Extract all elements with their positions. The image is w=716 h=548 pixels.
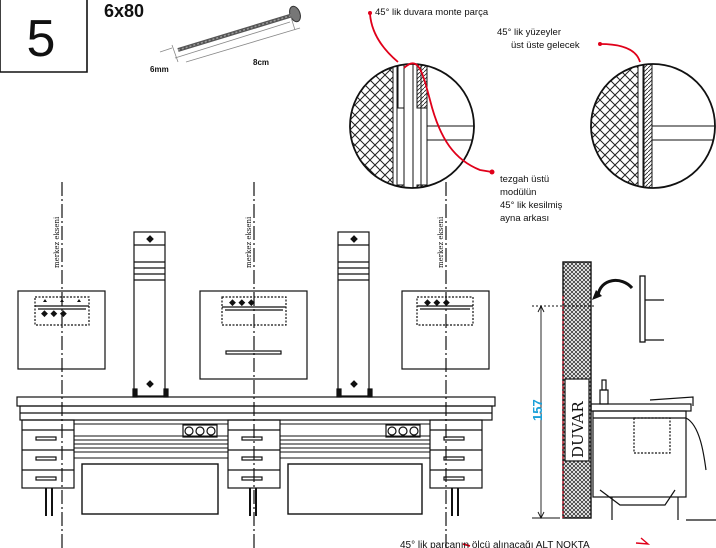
basin-panels [73, 423, 431, 515]
screw-diameter-label: 6mm [150, 65, 169, 74]
callout-counter-line2: modülün [500, 187, 536, 198]
bottom-note-arrow-icon [635, 537, 651, 545]
tall-column-left [132, 231, 169, 398]
screw-size-label: 6x80 [104, 1, 144, 21]
bottom-note: 45° lik parçanın ölçü alınacağı ALT NOKT… [400, 540, 590, 548]
mirror-side-profile [639, 275, 664, 343]
screw-illustration: 6x80 6mm 8cm [104, 1, 301, 74]
mirror-right: ◆ ◆ ◆ [401, 290, 490, 370]
red-callout-dots [368, 11, 602, 175]
axis-label-left: merkez ekseni [53, 216, 61, 268]
vanity-legs [45, 488, 459, 516]
wall-label: DUVAR [569, 401, 587, 458]
vanity-side-profile [590, 379, 716, 521]
screw-length-label: 8cm [253, 58, 269, 67]
svg-text:◆ ◆ ◆: ◆ ◆ ◆ [41, 308, 67, 318]
screw-icon [177, 5, 301, 52]
height-value: 157 [530, 399, 545, 421]
callout-counter-line4: ayna arkası [500, 213, 549, 224]
callout-counter-line1: tezgah üstü [500, 174, 549, 185]
drawer-units [21, 419, 483, 489]
axis-label-center: merkez ekseni [245, 216, 253, 268]
svg-text:◆ ◆ ◆: ◆ ◆ ◆ [229, 297, 255, 307]
mirror-left: ◆ ◆ ◆ [17, 290, 106, 370]
mirror-center: ◆ ◆ ◆ [199, 290, 308, 380]
tall-column-right [336, 231, 373, 398]
curved-arrow-icon [592, 279, 634, 300]
callout-surfaces-line1: 45° lik yüzeyler [497, 27, 561, 38]
axis-label-right: merkez ekseni [437, 216, 445, 268]
height-dimension [532, 304, 596, 520]
callout-surfaces-line2: üst üste gelecek [511, 40, 580, 51]
svg-text:◆ ◆ ◆: ◆ ◆ ◆ [424, 297, 450, 307]
callout-wall-mount: 45° lik duvara monte parça [375, 7, 489, 18]
step-number: 5 [27, 10, 56, 68]
step-number-box: 5 [0, 0, 88, 73]
detail-circle-left [349, 63, 475, 189]
center-axes [61, 182, 447, 548]
countertop [16, 396, 496, 421]
outlet-sockets [182, 424, 421, 438]
screw-dimension-lines [159, 13, 301, 63]
detail-circle-right [590, 63, 716, 189]
red-callout-lines [369, 13, 641, 547]
side-view: DUVAR [530, 261, 716, 521]
callout-counter-line3: 45° lik kesilmiş [500, 200, 563, 211]
